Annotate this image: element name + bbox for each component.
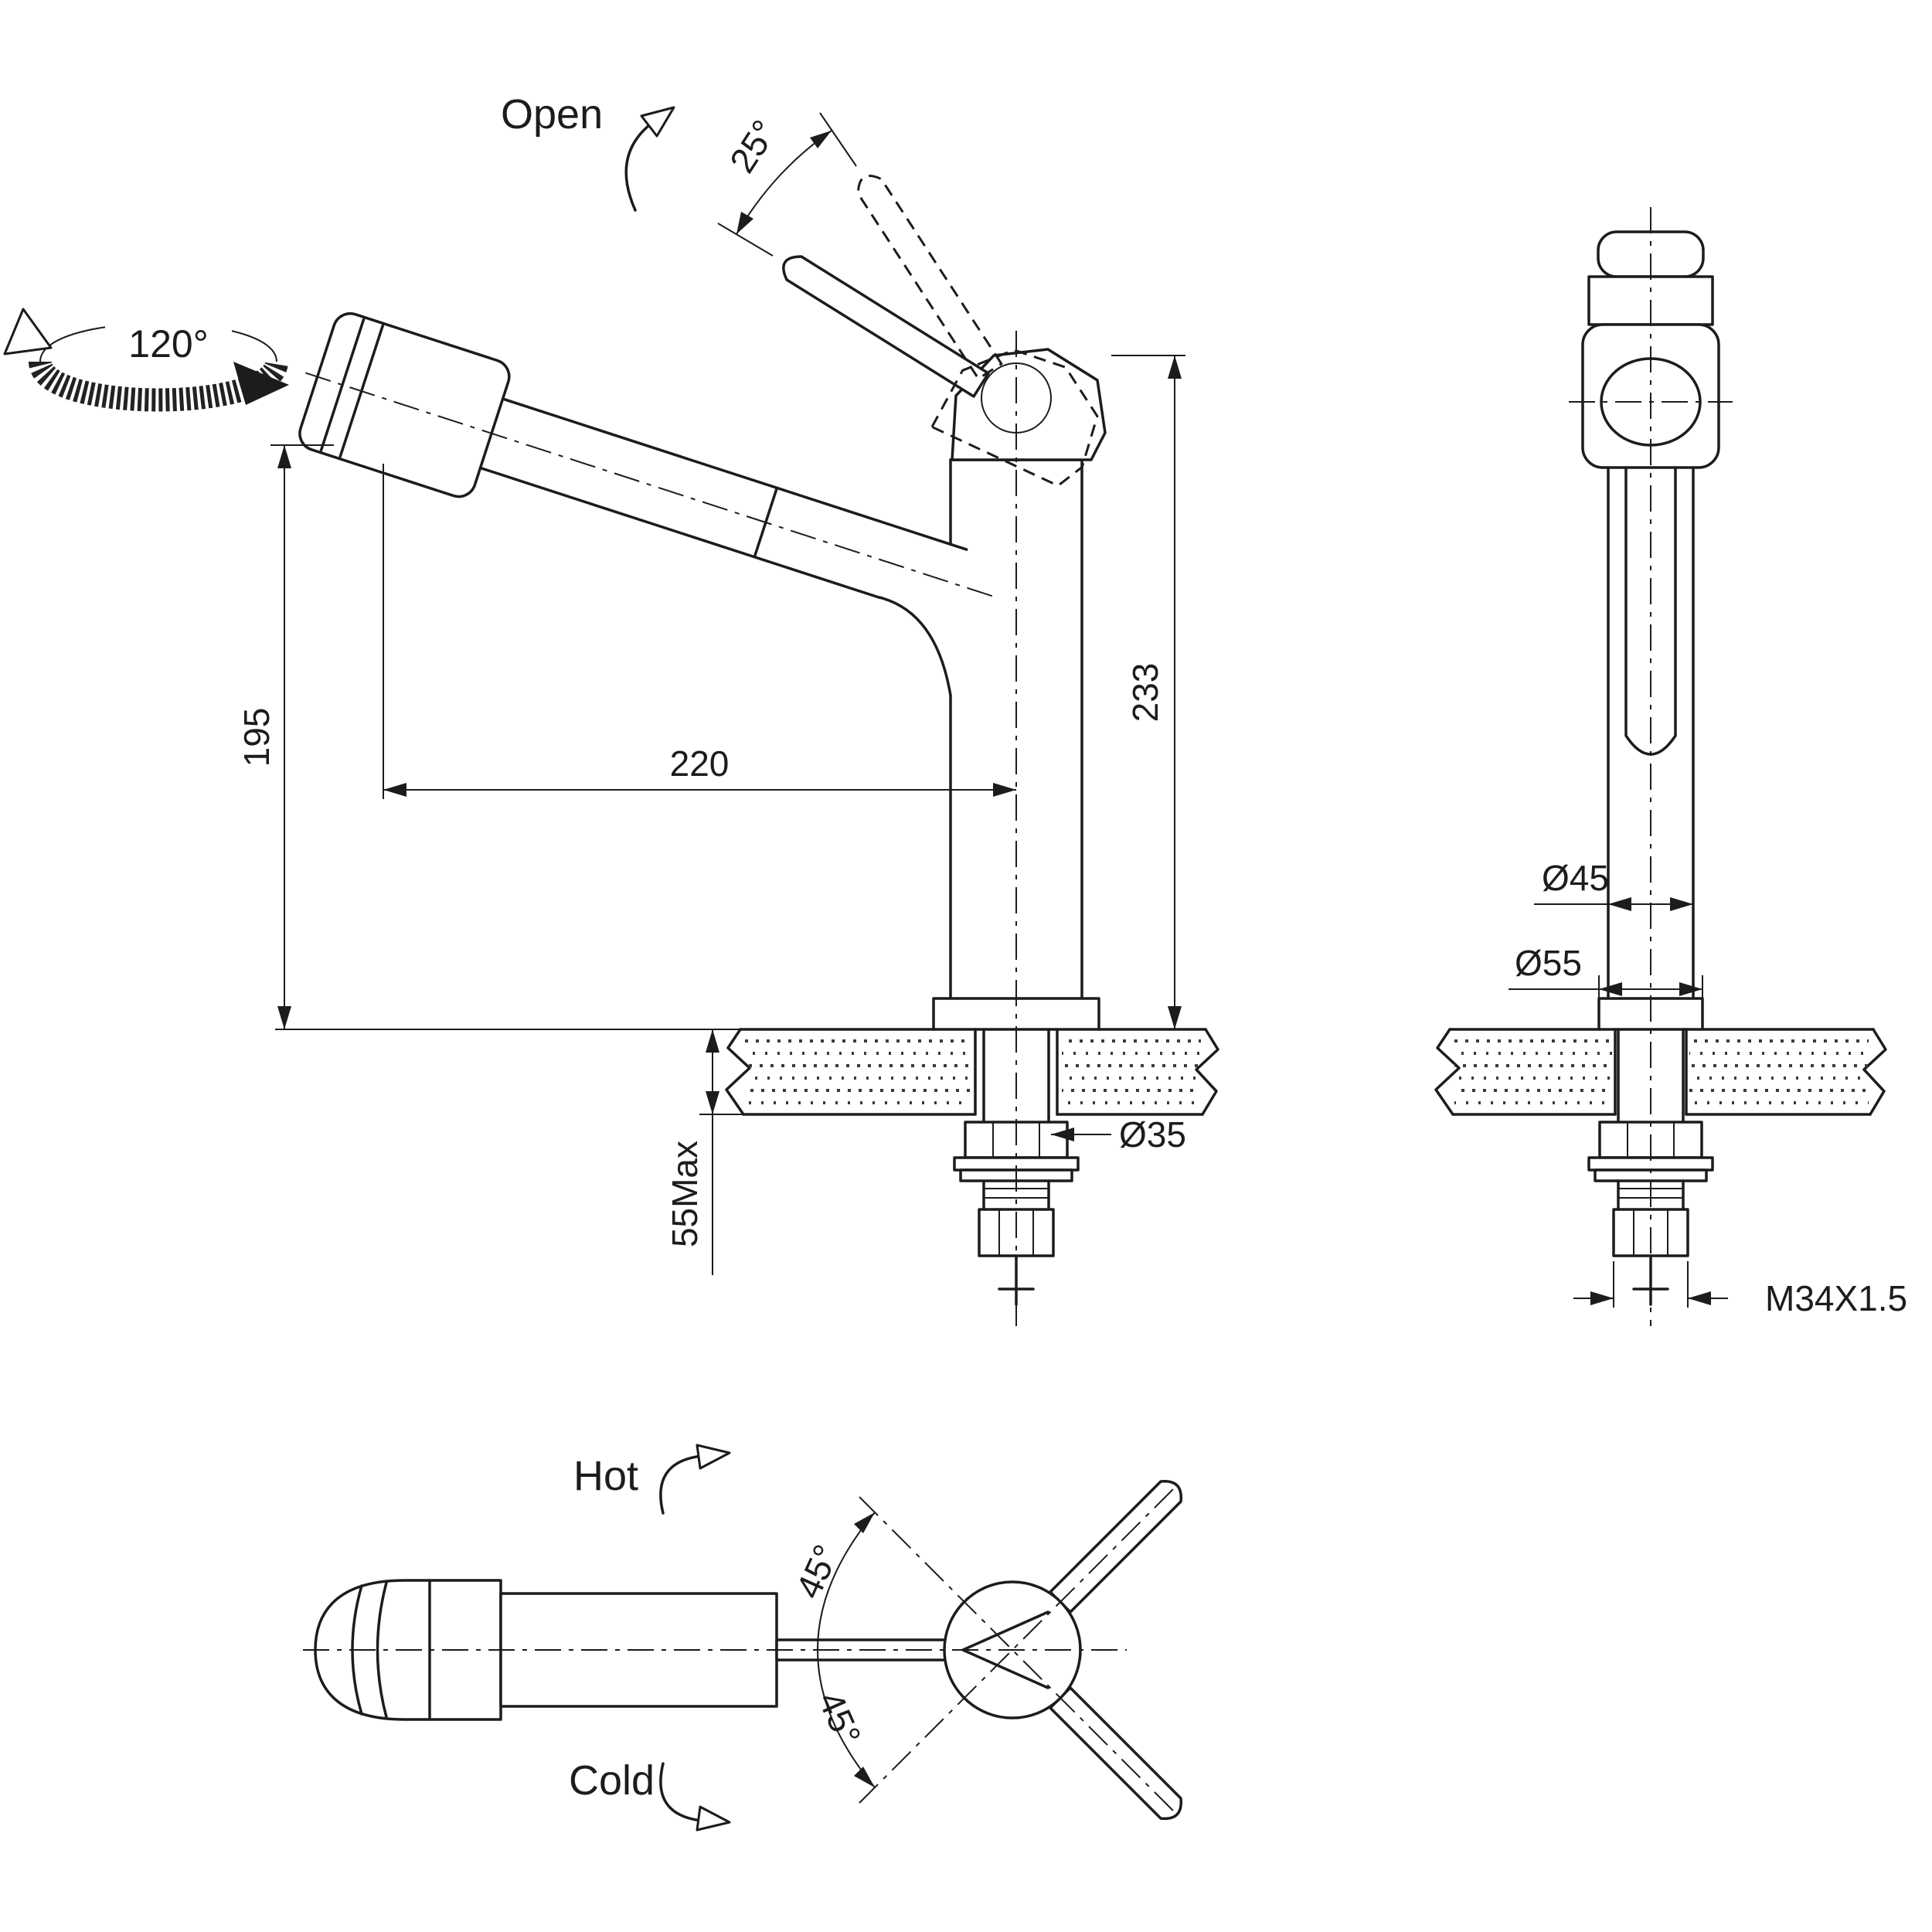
front-view: Ø45 Ø55 M34X1.5: [1434, 207, 1907, 1326]
dim-body-diameter: Ø45: [1534, 858, 1693, 911]
cold-lever-centerline: [859, 1496, 1177, 1815]
base-diameter-label: Ø55: [1515, 943, 1582, 983]
dim-overall-height: 233: [1111, 355, 1185, 1029]
top-view: 45° 45° Hot Cold: [303, 1444, 1182, 1832]
dim-handle-open-angle: 25°: [717, 112, 857, 257]
hot-arrow-icon: [659, 1444, 731, 1515]
side-view: 25° Open: [236, 91, 1219, 1326]
open-arrow-icon: [624, 106, 675, 212]
handle-swing-down-label: 45°: [811, 1685, 869, 1751]
spout-body-fillet: [878, 596, 952, 697]
deck-thickness-label: 55Max: [665, 1141, 705, 1247]
cold-label: Cold: [569, 1757, 655, 1804]
handle-closed: [782, 255, 1107, 461]
spout-centerline: [305, 372, 995, 598]
rotation-cw-arrow-icon: [233, 362, 289, 405]
spout-reach-label: 220: [670, 743, 730, 784]
handle-lever: [782, 255, 990, 398]
dim-deck-thickness: 55Max: [665, 1029, 743, 1275]
spout-height-label: 195: [236, 708, 277, 767]
hot-label: Hot: [573, 1453, 638, 1499]
label-backing: [105, 317, 232, 365]
handle-open-phantom: [856, 175, 1099, 487]
open-label: Open: [501, 91, 603, 138]
dim-thread-spec: M34X1.5: [1573, 1261, 1907, 1318]
thread-spec-label: M34X1.5: [1765, 1278, 1907, 1318]
rotation-ccw-arrow-icon: [3, 308, 53, 355]
handle-open-angle-label: 25°: [722, 113, 784, 180]
counter-section-front: [1434, 1028, 1887, 1116]
hot-lever-centerline: [859, 1485, 1177, 1804]
swivel-angle-label: 120°: [128, 322, 208, 366]
overall-height-label: 233: [1125, 663, 1165, 723]
dim-shank-diameter: Ø35: [1051, 1114, 1186, 1155]
handle-swing-up-label: 45°: [787, 1539, 846, 1604]
rotation-band: [29, 359, 288, 412]
mounting-hardware-front: [1587, 1028, 1714, 1306]
shank-diameter-label: Ø35: [1119, 1114, 1186, 1155]
dim-base-diameter: Ø55: [1509, 943, 1703, 1002]
counter-section-side: [725, 1028, 1219, 1116]
cold-arrow-icon: [659, 1762, 731, 1832]
dim-spout-reach: 220: [383, 464, 1016, 799]
dim-spout-height: 195: [236, 444, 743, 1030]
body-diameter-label: Ø45: [1542, 858, 1609, 898]
spout: [298, 312, 995, 600]
swivel-rotation-symbol: 120°: [3, 308, 289, 412]
